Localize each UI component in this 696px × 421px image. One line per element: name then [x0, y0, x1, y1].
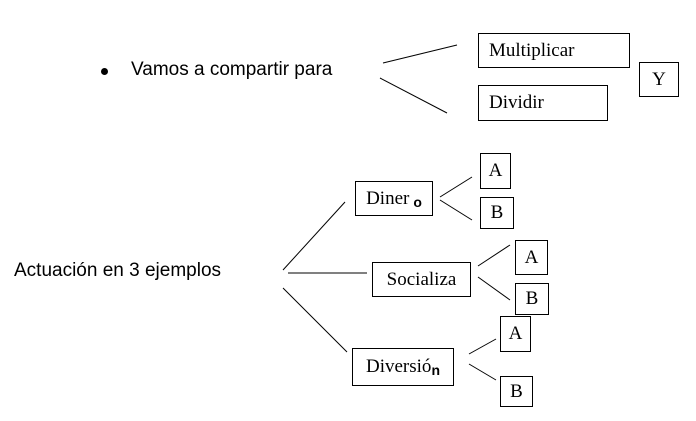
box-multiplicar: Multiplicar: [478, 33, 630, 68]
box-socializa-b: B: [515, 283, 549, 315]
box-socializa-a: A: [515, 240, 548, 275]
box-dinero-a: A: [480, 153, 511, 189]
line-diversion-a: [468, 338, 497, 355]
branch-label: Diversió: [366, 356, 432, 377]
line-to-diversion: [282, 287, 348, 353]
line-dinero-a: [439, 176, 473, 198]
branch-suffix: o: [413, 193, 422, 210]
box-socializa: Socializa: [372, 262, 471, 297]
box-diversion-b: B: [500, 376, 533, 407]
box-y: Y: [639, 62, 679, 97]
box-diversion-a: A: [500, 316, 531, 352]
bullet-text: Vamos a compartir para: [131, 59, 333, 80]
branch-suffix: n: [431, 362, 440, 378]
branch-label: Diner: [366, 187, 410, 209]
line-to-dinero: [282, 201, 346, 271]
line-dinero-b: [439, 199, 473, 221]
box-dinero-b: B: [480, 197, 514, 229]
line-socializa-a: [477, 244, 511, 267]
line-socializa-b: [477, 276, 511, 301]
box-dividir: Dividir: [478, 85, 608, 121]
line-diversion-b: [468, 363, 497, 381]
line-to-multiplicar: [382, 44, 458, 64]
bullet-icon: [101, 68, 108, 75]
line-to-dividir: [379, 77, 448, 114]
root-label: Actuación en 3 ejemplos: [14, 260, 222, 281]
